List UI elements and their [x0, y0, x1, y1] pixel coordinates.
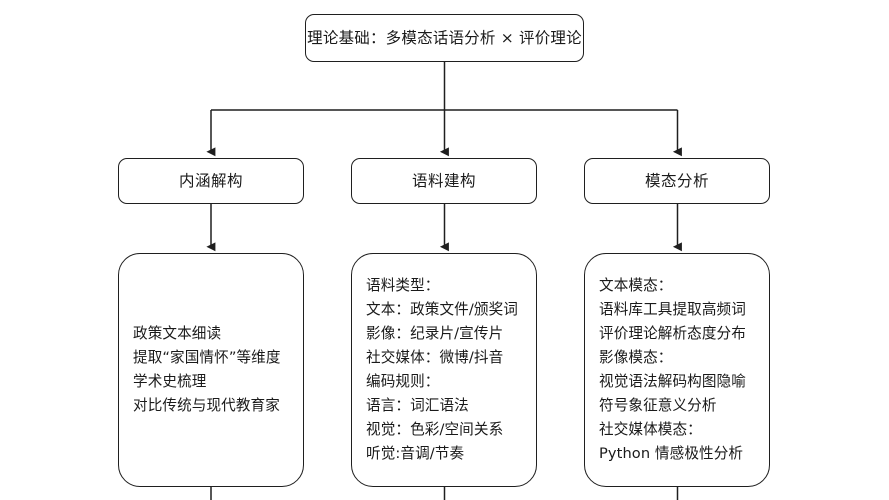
- detail-line: 编码规则：: [366, 373, 440, 390]
- node-detail-connotation-lines: 政策文本细读 提取“家国情怀”等维度 学术史梳理 对比传统与现代教育家: [119, 322, 303, 418]
- detail-line: 视觉语法解码构图隐喻: [599, 373, 746, 390]
- node-branch-1-label: 内涵解构: [178, 171, 243, 190]
- detail-line: Python 情感极性分析: [599, 445, 744, 462]
- detail-line: 社交媒体：微博/抖音: [366, 349, 504, 366]
- node-branch-corpus-construction[interactable]: 语料建构: [351, 158, 537, 204]
- detail-line: 提取“家国情怀”等维度: [133, 349, 281, 366]
- detail-line: 语言：词汇语法: [366, 397, 469, 414]
- node-detail-corpus-lines: 语料类型： 文本：政策文件/颁奖词 影像：纪录片/宣传片 社交媒体：微博/抖音 …: [352, 274, 536, 466]
- node-detail-modality[interactable]: 文本模态： 语料库工具提取高频词 评价理论解析态度分布 影像模态： 视觉语法解码…: [584, 253, 770, 487]
- node-branch-3-label: 模态分析: [644, 171, 709, 190]
- node-branch-2-label: 语料建构: [411, 171, 476, 190]
- detail-line: 学术史梳理: [133, 373, 207, 390]
- detail-line: 文本：政策文件/颁奖词: [366, 301, 518, 318]
- detail-line: 影像：纪录片/宣传片: [366, 325, 504, 342]
- detail-line: 视觉：色彩/空间关系: [366, 421, 504, 438]
- detail-line: 影像模态：: [599, 349, 673, 366]
- detail-line: 对比传统与现代教育家: [133, 397, 280, 414]
- detail-line: 社交媒体模态：: [599, 421, 702, 438]
- detail-line: 符号象征意义分析: [599, 397, 717, 414]
- node-detail-modality-lines: 文本模态： 语料库工具提取高频词 评价理论解析态度分布 影像模态： 视觉语法解码…: [585, 274, 769, 466]
- detail-line: 听觉:音调/节奏: [366, 445, 465, 462]
- node-branch-modality-analysis[interactable]: 模态分析: [584, 158, 770, 204]
- node-branch-connotation-deconstruction[interactable]: 内涵解构: [118, 158, 304, 204]
- detail-line: 语料类型：: [366, 277, 440, 294]
- node-theoretical-basis[interactable]: 理论基础：多模态话语分析 × 评价理论: [305, 14, 584, 62]
- detail-line: 政策文本细读: [133, 325, 222, 342]
- detail-line: 评价理论解析态度分布: [599, 325, 746, 342]
- node-theoretical-basis-label: 理论基础：多模态话语分析 × 评价理论: [307, 28, 582, 47]
- node-detail-connotation[interactable]: 政策文本细读 提取“家国情怀”等维度 学术史梳理 对比传统与现代教育家: [118, 253, 304, 487]
- node-detail-corpus[interactable]: 语料类型： 文本：政策文件/颁奖词 影像：纪录片/宣传片 社交媒体：微博/抖音 …: [351, 253, 537, 487]
- detail-line: 文本模态：: [599, 277, 673, 294]
- detail-line: 语料库工具提取高频词: [599, 301, 746, 318]
